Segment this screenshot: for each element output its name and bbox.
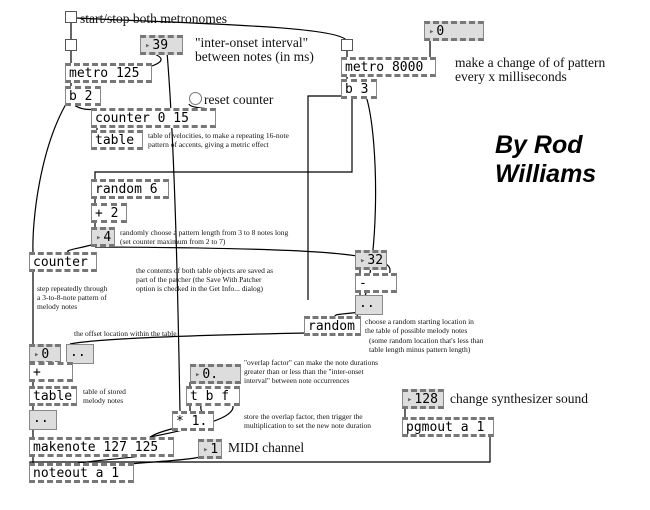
left-metro-toggle[interactable] xyxy=(65,39,77,51)
midi-channel-number-box[interactable]: 1 xyxy=(198,439,222,459)
ioi-number-box[interactable]: 39 xyxy=(140,35,183,55)
random-object[interactable]: random xyxy=(304,316,361,336)
pattern-length-number-box[interactable]: 4 xyxy=(91,227,115,247)
minus-object[interactable]: - xyxy=(355,273,397,293)
toggle-label: start/stop both metronomes xyxy=(80,11,227,26)
start-stop-toggle[interactable] xyxy=(65,11,77,23)
saved-comment: the contents of both table objects are s… xyxy=(136,266,274,293)
overlap-comment: "overlap factor" can make the note durat… xyxy=(244,358,378,385)
patch-cord xyxy=(149,427,176,438)
store-comment: store the overlap factor, then trigger t… xyxy=(244,412,372,430)
pattern-ms-number-box[interactable]: 0 xyxy=(424,21,484,41)
b2-object[interactable]: b 2 xyxy=(65,86,101,106)
patch-cord xyxy=(32,103,67,253)
metro-left-object[interactable]: metro 125 xyxy=(65,63,152,83)
reset-label: reset counter xyxy=(204,92,274,107)
reset-bang-button[interactable] xyxy=(189,92,202,105)
signature: By Rod Williams xyxy=(495,131,597,188)
synth-comment: change synthesizer sound xyxy=(450,391,588,406)
offset-comment: the offset location within the table xyxy=(74,329,177,338)
offset-number-box[interactable]: 0 xyxy=(29,344,61,364)
patch-cord xyxy=(307,95,343,300)
pgmout-object[interactable]: pgmout a 1 xyxy=(402,417,494,437)
notes-table-comment: table of stored melody notes xyxy=(83,387,126,405)
message-box[interactable]: .. xyxy=(355,295,383,315)
table-size-number-box[interactable]: 32 xyxy=(355,250,387,270)
patch-cord xyxy=(129,456,201,465)
midi-channel-label: MIDI channel xyxy=(228,440,305,455)
velocity-table-object[interactable]: table xyxy=(91,130,143,150)
noteout-object[interactable]: noteout a 1 xyxy=(29,463,134,483)
random6-object[interactable]: random 6 xyxy=(91,179,169,199)
times-object[interactable]: * 1. xyxy=(172,411,214,431)
patch-cord xyxy=(75,17,348,42)
program-number-box[interactable]: 128 xyxy=(402,389,444,409)
right-metro-toggle[interactable] xyxy=(341,39,353,51)
patch-cord xyxy=(94,96,353,180)
patch-cord xyxy=(69,332,309,345)
velocity-table-comment: table of velocities, to make a repeating… xyxy=(148,131,289,149)
plus-object[interactable]: + xyxy=(29,362,73,382)
ioi-comment: "inter-onset interval" between notes (in… xyxy=(195,35,314,64)
plus2-object[interactable]: + 2 xyxy=(91,203,127,223)
tbf-object[interactable]: t b f xyxy=(186,386,240,406)
message-box[interactable]: .. xyxy=(66,344,94,364)
counter-0-15-object[interactable]: counter 0 15 xyxy=(91,108,216,128)
makenote-object[interactable]: makenote 127 125 xyxy=(29,437,174,457)
b3-object[interactable]: b 3 xyxy=(341,79,377,99)
random-start-comment: choose a random starting location in the… xyxy=(365,317,474,335)
metro-right-object[interactable]: metro 8000 xyxy=(341,57,436,77)
notes-table-object[interactable]: table xyxy=(29,386,77,406)
counter-object[interactable]: counter xyxy=(29,252,97,272)
message-box[interactable]: .. xyxy=(29,410,57,430)
pattern-comment: make a change of of pattern every x mill… xyxy=(455,55,606,84)
overlap-number-box[interactable]: 0. xyxy=(190,364,241,384)
patch-cord xyxy=(166,51,181,413)
random-start-comment-2: (some random location that's less than t… xyxy=(369,336,484,354)
random-length-comment: randomly choose a pattern length from 3 … xyxy=(120,228,289,246)
step-comment: step repeatedly through a 3-to-8-note pa… xyxy=(37,284,108,311)
